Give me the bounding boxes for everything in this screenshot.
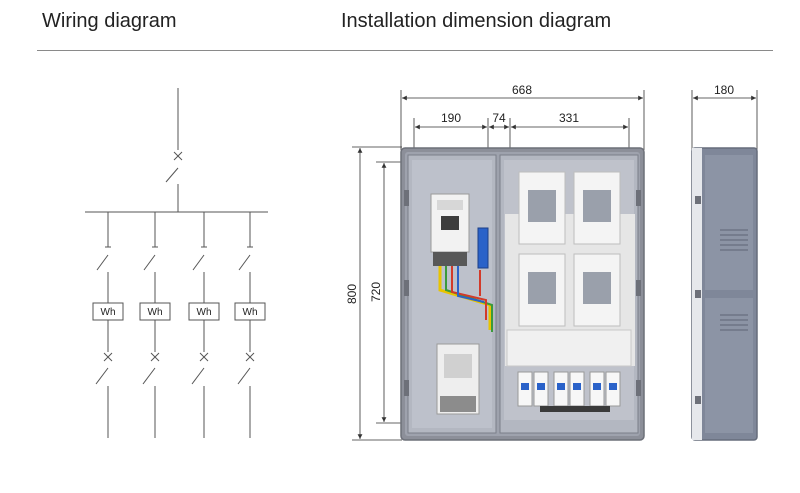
cabinet-front	[400, 147, 645, 441]
branch-1	[92, 212, 124, 438]
meter-slot-4	[573, 253, 621, 327]
right-compartment	[499, 154, 641, 434]
meter-slot-3	[518, 253, 566, 327]
main-switch	[165, 88, 183, 212]
dim-gap-label: 74	[492, 111, 506, 125]
installation-diagram-title: Installation dimension diagram	[341, 10, 612, 32]
dim-depth-label: 180	[714, 83, 734, 97]
dim-left-section-label: 190	[441, 111, 461, 125]
wiring-diagram-title: Wiring diagram	[42, 10, 177, 32]
branch-3	[188, 212, 220, 438]
meter-slot-1	[518, 171, 566, 245]
cabinet-side	[691, 147, 758, 441]
mcb-row	[517, 371, 621, 407]
left-compartment	[404, 154, 497, 434]
meter-label-1: Wh	[101, 307, 116, 318]
dim-total-width-label: 668	[512, 83, 532, 97]
dim-total-height-label: 800	[345, 284, 359, 304]
meter-label-4: Wh	[243, 307, 258, 318]
wiring-diagram	[85, 88, 268, 438]
meter-label-2: Wh	[148, 307, 163, 318]
meter-label-3: Wh	[197, 307, 212, 318]
dim-inner-height-label: 720	[369, 282, 383, 302]
branch-2	[139, 212, 171, 438]
title-divider	[37, 50, 773, 51]
branch-4	[234, 212, 266, 438]
dim-right-section-label: 331	[559, 111, 579, 125]
terminal-strip	[477, 227, 489, 269]
meter-slot-2	[573, 171, 621, 245]
